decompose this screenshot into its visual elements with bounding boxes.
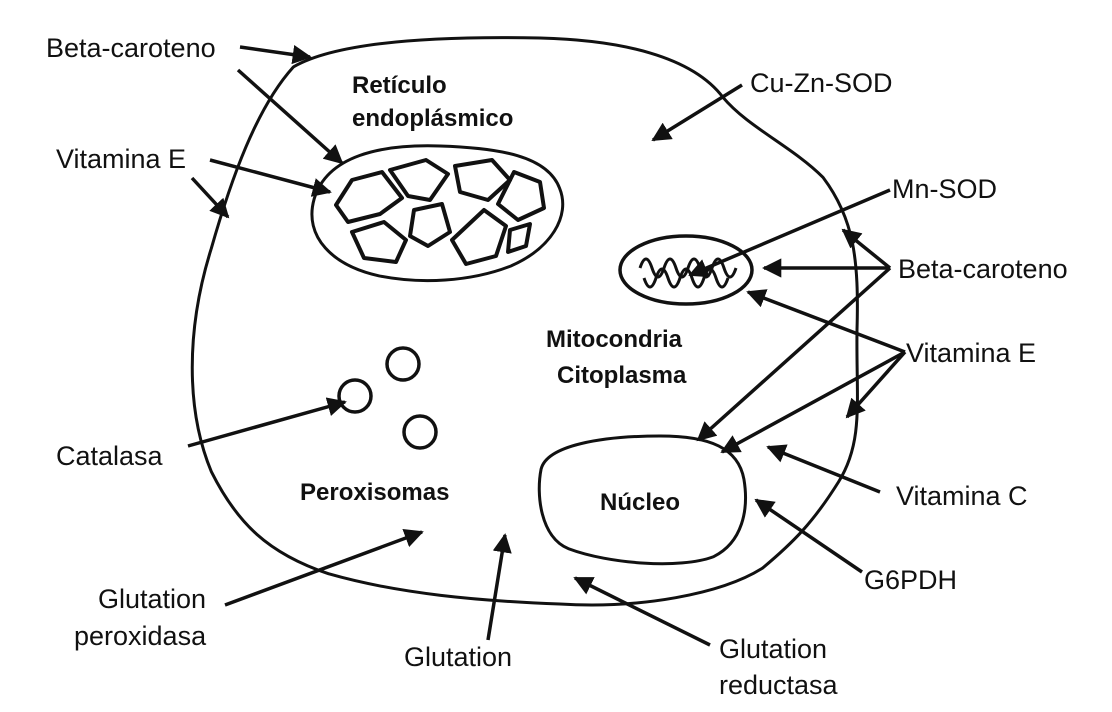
- label-reticulo-line1: Retículo: [352, 72, 447, 99]
- label-beta-caroteno-top: Beta-caroteno: [46, 33, 216, 63]
- label-glutation-reductasa-line2: reductasa: [719, 670, 839, 700]
- label-glutation-reductasa-line1: Glutation: [719, 634, 827, 664]
- label-vitamina-e-right: Vitamina E: [906, 338, 1036, 368]
- label-glutation-peroxidasa-line2: peroxidasa: [74, 621, 207, 651]
- nucleus: [537, 434, 747, 566]
- arrows: [187, 45, 907, 647]
- label-vitamina-c: Vitamina C: [896, 481, 1028, 511]
- label-reticulo-line2: endoplásmico: [352, 105, 513, 132]
- label-peroxisomas: Peroxisomas: [300, 479, 449, 506]
- label-mitocondria: Mitocondria: [546, 326, 683, 353]
- mitochondrion: [618, 234, 754, 306]
- label-mn-sod: Mn-SOD: [892, 174, 997, 204]
- label-catalasa: Catalasa: [56, 441, 164, 471]
- organelle-labels: Retículo endoplásmico Mitocondria Citopl…: [300, 72, 687, 516]
- label-nucleo: Núcleo: [600, 489, 680, 516]
- label-citoplasma: Citoplasma: [557, 362, 687, 389]
- peroxisomes: [337, 346, 438, 450]
- cell-membrane: [190, 36, 859, 607]
- label-vitamina-e-left: Vitamina E: [56, 144, 186, 174]
- label-beta-caroteno-right: Beta-caroteno: [898, 254, 1068, 284]
- outer-labels: Beta-caroteno Vitamina E Catalasa Glutat…: [46, 33, 1068, 700]
- endoplasmic-reticulum: [310, 144, 565, 283]
- label-cu-zn-sod: Cu-Zn-SOD: [750, 68, 893, 98]
- label-g6pdh: G6PDH: [864, 565, 957, 595]
- label-glutation: Glutation: [404, 642, 512, 672]
- label-glutation-peroxidasa-line1: Glutation: [98, 584, 206, 614]
